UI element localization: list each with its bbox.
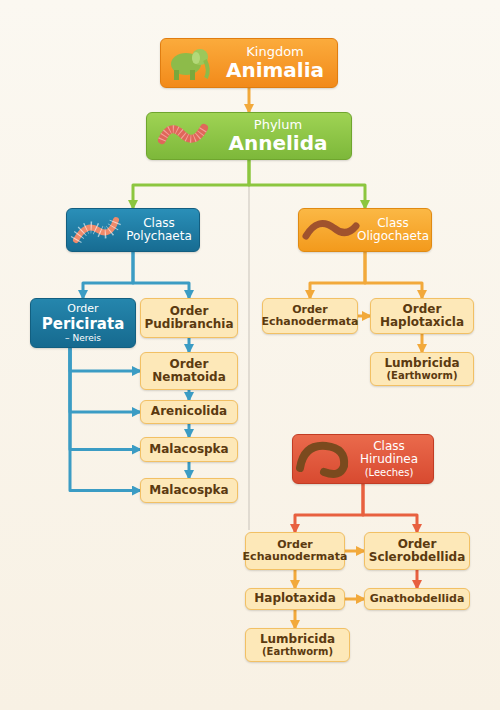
node-text: Kingdom — [246, 45, 304, 60]
phylum-box: PhylumAnnelida — [146, 112, 352, 160]
node-text: Order Echaunodermata — [243, 539, 348, 564]
node-text: Order Pudibranchia — [144, 305, 233, 332]
node-text: Phylum — [254, 118, 302, 133]
taxon-box: Gnathobdellida — [364, 588, 470, 610]
connector-arrow — [83, 252, 133, 298]
connector-arrow — [70, 348, 140, 491]
taxon-box: Order Echaunodermata — [245, 532, 345, 570]
connector-arrow — [133, 160, 249, 208]
connector-arrow — [365, 252, 422, 298]
taxon-box: Malacospka — [140, 437, 238, 462]
node-text: Lumbricida — [384, 357, 459, 370]
connector-arrow — [421, 334, 424, 352]
worm-icon — [162, 128, 204, 140]
node-text: (Earthworm) — [262, 646, 333, 657]
order-box: OrderPericirata– Nereis — [30, 298, 136, 348]
connector-arrow — [345, 550, 364, 553]
node-text: Malacospka — [149, 443, 228, 456]
node-text: Pericirata — [42, 316, 125, 333]
taxon-box: Order Nematoida — [140, 352, 238, 390]
class-box: Class Hirudinea(Leeches) — [292, 434, 434, 484]
taxon-box: Order Echanodermata — [262, 298, 358, 334]
node-text: Class Polychaeta — [123, 217, 195, 244]
class-box: Class Polychaeta — [66, 208, 200, 252]
node-text: (Leeches) — [365, 467, 414, 478]
node-text: Order Haplotaxicla — [375, 303, 469, 330]
node-text: Order Echanodermata — [262, 304, 359, 329]
node-text: Order — [67, 303, 98, 315]
taxon-box: Haplotaxida — [245, 588, 345, 610]
class-box: Class Oligochaeta — [298, 208, 432, 252]
connector-arrow — [310, 252, 365, 298]
connector-arrow — [133, 252, 189, 298]
connector-arrow — [294, 610, 297, 628]
connector-arrow — [295, 484, 363, 532]
leech-icon — [300, 446, 344, 474]
taxon-box: Malacospka — [140, 478, 238, 503]
node-text: Malacospka — [149, 484, 228, 497]
node-text: Lumbricida — [260, 633, 335, 646]
connector-arrow — [416, 570, 419, 588]
node-text: Class Hirudinea — [349, 440, 429, 467]
node-text: – Nereis — [65, 333, 101, 343]
node-text: Order Sclerobdellida — [369, 538, 466, 565]
node-text: Arenicolida — [151, 405, 227, 418]
connector-arrow — [70, 348, 140, 450]
node-text: Gnathobdellida — [370, 593, 465, 605]
connector-arrow — [345, 598, 364, 601]
oligochaete-icon — [306, 224, 356, 237]
connector-arrow — [249, 160, 365, 208]
kingdom-box: KingdomAnimalia — [160, 38, 338, 88]
taxon-box: Order Pudibranchia — [140, 298, 238, 338]
taxon-box: Lumbricida(Earthworm) — [245, 628, 350, 662]
taxon-box: Arenicolida — [140, 400, 238, 424]
node-text: Haplotaxida — [254, 592, 335, 605]
node-text: Annelida — [228, 132, 327, 154]
connector-arrow — [70, 348, 140, 371]
connector-arrow — [294, 570, 297, 588]
node-text: Class Oligochaeta — [357, 217, 429, 244]
node-text: (Earthworm) — [386, 370, 457, 381]
elephant-icon — [171, 49, 208, 80]
connector-arrow — [188, 390, 191, 400]
connector-arrow — [248, 88, 251, 112]
connector-arrow — [363, 484, 417, 532]
connector-arrow — [188, 462, 191, 478]
node-text: Order Nematoida — [145, 358, 233, 385]
connector-arrow — [188, 338, 191, 352]
connector-arrow — [70, 348, 140, 412]
connector-arrow — [188, 424, 191, 437]
guide-line — [249, 186, 250, 530]
taxon-box: Order Sclerobdellida — [364, 532, 470, 570]
node-text: Animalia — [226, 59, 324, 81]
taxon-box: Order Haplotaxicla — [370, 298, 474, 334]
polychaete-icon — [76, 220, 116, 240]
taxon-box: Lumbricida(Earthworm) — [370, 352, 474, 386]
connector-arrow — [358, 315, 370, 318]
